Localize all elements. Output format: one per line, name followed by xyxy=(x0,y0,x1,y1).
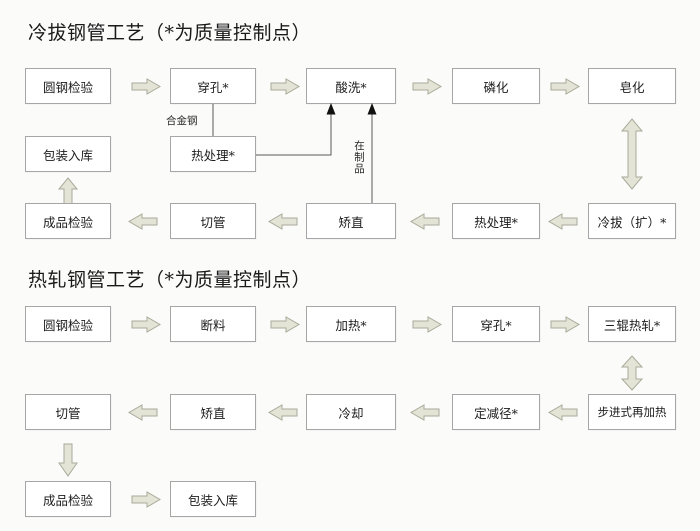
node-hot-r2-c1[interactable]: 切管 xyxy=(25,394,111,430)
arrow-double-vertical-cold xyxy=(620,118,644,190)
arrow-right-hot-r1-4 xyxy=(550,316,581,333)
arrow-left-cold-r3-4 xyxy=(547,213,578,230)
node-cold-r3-c2[interactable]: 切管 xyxy=(170,203,256,239)
node-hot-r1-c4[interactable]: 穿孔* xyxy=(452,306,540,342)
arrow-right-cold-r1-1 xyxy=(131,78,162,95)
node-cold-r3-c1[interactable]: 成品检验 xyxy=(25,203,111,239)
node-hot-r1-c2[interactable]: 断料 xyxy=(170,306,256,342)
arrow-left-hot-r2-2 xyxy=(267,404,298,421)
node-cold-r3-c5[interactable]: 冷拔（扩）* xyxy=(588,203,676,239)
arrow-left-cold-r3-1 xyxy=(127,213,158,230)
arrow-left-hot-r2-3 xyxy=(409,404,440,421)
edge-label-alloy-steel: 合金钢 xyxy=(166,115,198,127)
arrow-right-hot-r3-1 xyxy=(131,491,162,508)
node-hot-r2-c3[interactable]: 冷却 xyxy=(306,394,396,430)
arrow-right-cold-r1-2 xyxy=(270,78,301,95)
section-title-cold-drawn: 冷拔钢管工艺（*为质量控制点） xyxy=(28,22,312,44)
arrow-right-cold-r1-4 xyxy=(550,78,581,95)
node-cold-r1-c3[interactable]: 酸洗* xyxy=(306,68,396,104)
arrow-left-cold-r3-3 xyxy=(409,213,440,230)
arrow-left-hot-r2-4 xyxy=(547,404,578,421)
node-cold-r1-c1[interactable]: 圆钢检验 xyxy=(25,68,111,104)
node-cold-r2-c1[interactable]: 包装入库 xyxy=(25,136,111,172)
node-cold-r2-c2[interactable]: 热处理* xyxy=(170,136,256,172)
node-hot-r1-c5[interactable]: 三辊热轧* xyxy=(588,306,676,342)
arrow-right-hot-r1-3 xyxy=(412,316,443,333)
node-hot-r2-c5[interactable]: 步进式再加热 xyxy=(588,394,676,430)
arrow-right-hot-r1-2 xyxy=(270,316,301,333)
arrow-down-hot-to-inspection xyxy=(57,443,79,477)
node-hot-r3-c2[interactable]: 包装入库 xyxy=(170,481,256,517)
arrow-right-cold-r1-3 xyxy=(412,78,443,95)
node-hot-r1-c1[interactable]: 圆钢检验 xyxy=(25,306,111,342)
arrow-up-cold-to-packaging xyxy=(57,177,79,205)
node-hot-r3-c1[interactable]: 成品检验 xyxy=(25,481,111,517)
arrow-left-hot-r2-1 xyxy=(127,404,158,421)
node-cold-r3-c3[interactable]: 矫直 xyxy=(306,203,396,239)
node-hot-r1-c3[interactable]: 加热* xyxy=(306,306,396,342)
node-hot-r2-c4[interactable]: 定减径* xyxy=(452,394,540,430)
node-hot-r2-c2[interactable]: 矫直 xyxy=(170,394,256,430)
section-title-hot-rolled: 热轧钢管工艺（*为质量控制点） xyxy=(28,269,312,291)
edge-label-work-in-progress: 在制品 xyxy=(353,140,365,175)
arrow-right-hot-r1-1 xyxy=(131,316,162,333)
node-cold-r1-c4[interactable]: 磷化 xyxy=(452,68,540,104)
node-cold-r3-c4[interactable]: 热处理* xyxy=(452,203,540,239)
node-cold-r1-c5[interactable]: 皂化 xyxy=(588,68,676,104)
node-cold-r1-c2[interactable]: 穿孔* xyxy=(170,68,256,104)
arrow-left-cold-r3-2 xyxy=(267,213,298,230)
arrow-double-vertical-hot xyxy=(620,355,644,391)
